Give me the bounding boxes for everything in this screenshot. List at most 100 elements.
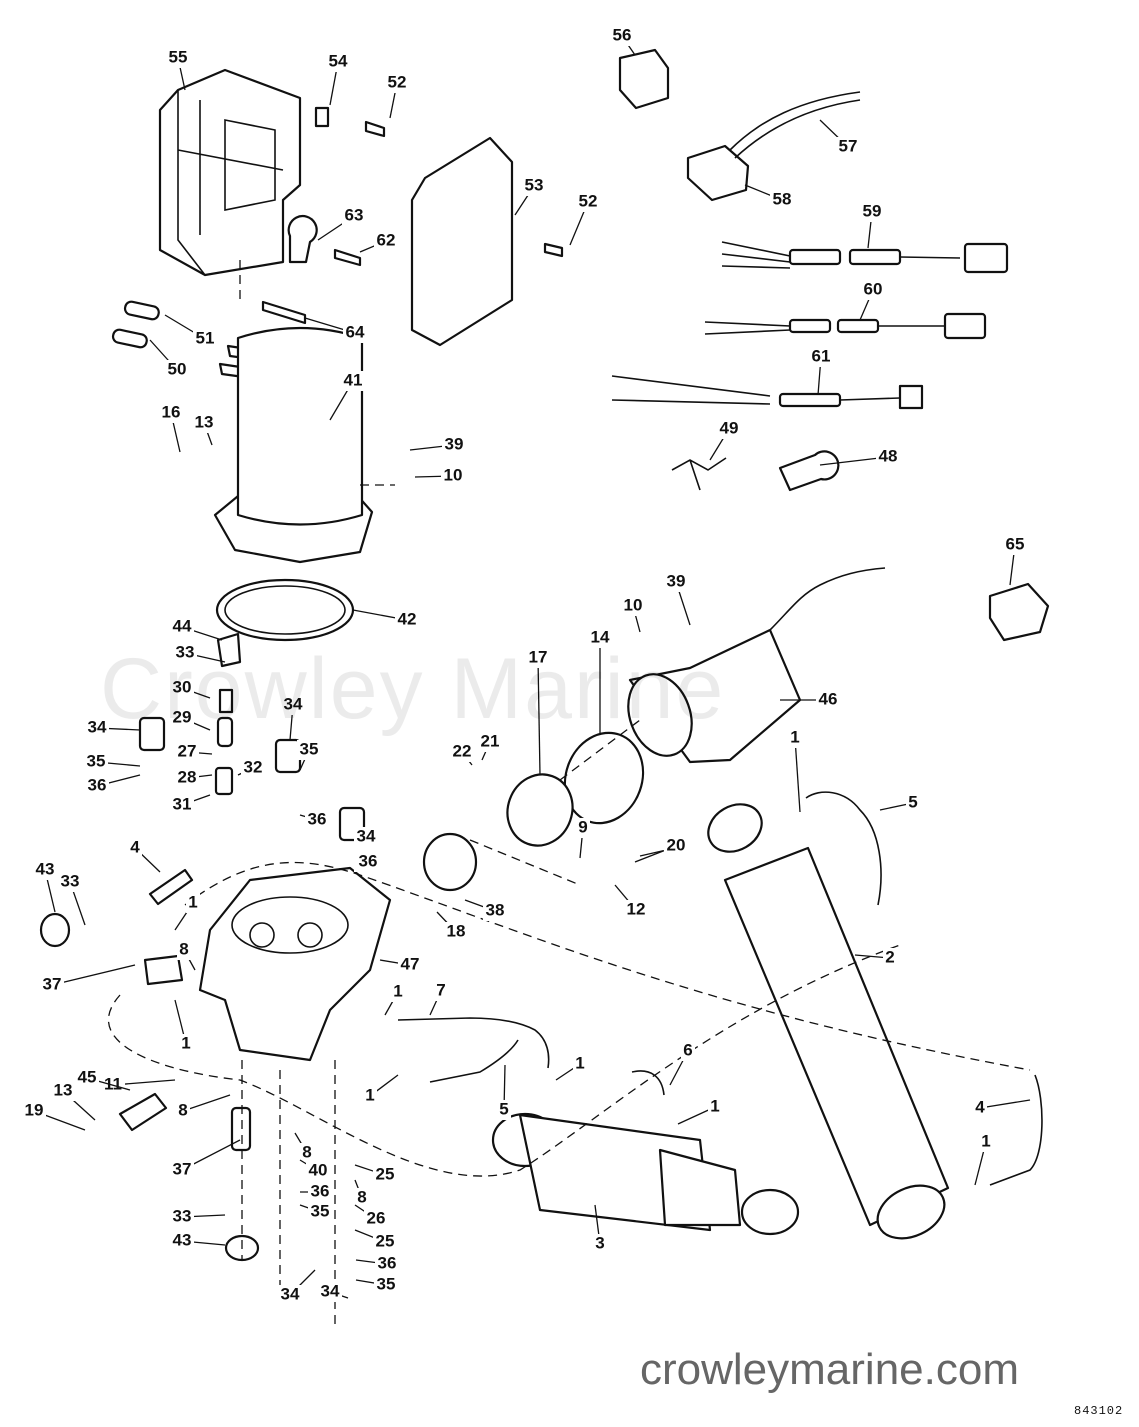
piston-29 (216, 716, 234, 748)
callout-10: 10 (414, 465, 465, 486)
callout-number: 30 (173, 677, 192, 696)
callout-50: 50 (149, 339, 189, 380)
callout-background (497, 1100, 511, 1120)
callout-28: 28 (175, 767, 213, 788)
callout-20: 20 (634, 835, 688, 863)
callout-background (278, 1285, 302, 1305)
callout-number: 39 (667, 571, 686, 590)
callout-number: 33 (173, 1206, 192, 1225)
hose-5-lower (429, 1039, 519, 1083)
check-valve-31 (214, 766, 234, 796)
motor-46 (627, 567, 886, 764)
callout-number: 33 (176, 642, 195, 661)
callout-number: 34 (88, 717, 107, 736)
callout-background (391, 982, 405, 1002)
hose-5-upper (805, 791, 882, 906)
callout-63: 63 (317, 205, 366, 241)
callout-background (170, 1160, 194, 1180)
callout-background (128, 838, 142, 858)
callout-number: 5 (908, 792, 917, 811)
valve-34-left (138, 716, 166, 752)
drawing-number: 843102 (1074, 1404, 1124, 1418)
callout-number: 45 (78, 1067, 97, 1086)
callout-background (354, 827, 378, 847)
callout-number: 36 (308, 809, 327, 828)
callout-33: 33 (170, 1206, 226, 1227)
callout-51: 51 (164, 314, 217, 349)
callout-64: 64 (304, 317, 367, 343)
callout-35: 35 (299, 1201, 332, 1222)
callout-42: 42 (352, 609, 419, 630)
screw-63 (333, 248, 362, 267)
site-url-text: crowleymarine.com (640, 1345, 1019, 1394)
callout-background (308, 1182, 332, 1202)
callout-background (441, 466, 465, 486)
callout-43: 43 (170, 1230, 226, 1251)
callout-39: 39 (409, 434, 466, 455)
callout-background (85, 718, 109, 738)
callout-number: 13 (54, 1080, 73, 1099)
callout-10: 10 (621, 595, 645, 633)
callout-number: 26 (367, 1208, 386, 1227)
callout-number: 35 (300, 739, 319, 758)
callout-35: 35 (355, 1274, 398, 1295)
callout-number: 35 (377, 1274, 396, 1293)
callout-56: 56 (610, 25, 636, 56)
callout-background (373, 1165, 397, 1185)
callout-5: 5 (879, 792, 920, 813)
callout-background (177, 940, 191, 960)
callout-number: 36 (378, 1253, 397, 1272)
callout-number: 64 (346, 322, 365, 341)
callout-number: 35 (311, 1201, 330, 1220)
callout-background (526, 648, 550, 668)
callout-8: 8 (177, 939, 196, 971)
callout-number: 47 (401, 954, 420, 973)
callout-number: 19 (25, 1100, 44, 1119)
callout-number: 46 (819, 689, 838, 708)
callout-36: 36 (355, 1253, 399, 1274)
sleeve-51 (123, 300, 160, 321)
callout-number: 1 (981, 1131, 990, 1150)
callout-number: 21 (481, 731, 500, 750)
plug-44 (216, 632, 242, 668)
callout-background (342, 206, 366, 226)
leader-line (51, 964, 136, 986)
callout-number: 31 (173, 794, 192, 813)
callout-36: 36 (85, 774, 141, 796)
callout-8: 8 (176, 1094, 231, 1121)
callout-background (297, 740, 321, 760)
callout-number: 1 (181, 1033, 190, 1052)
callout-25: 25 (354, 1164, 397, 1185)
callout-number: 33 (61, 871, 80, 890)
callout-number: 38 (486, 900, 505, 919)
sleeve-50 (111, 328, 148, 349)
harness-62 (611, 375, 924, 410)
callout-number: 1 (188, 892, 197, 911)
cylinder-2 (707, 803, 950, 1240)
callout-number: 58 (773, 189, 792, 208)
callout-32: 32 (237, 757, 265, 778)
callout-number: 8 (302, 1142, 311, 1161)
callout-background (33, 860, 57, 880)
callout-background (576, 818, 590, 838)
callout-background (876, 447, 900, 467)
callout-4: 4 (128, 837, 161, 873)
callout-background (170, 678, 194, 698)
callout-61: 61 (809, 346, 833, 396)
callout-45: 45 (75, 1067, 131, 1091)
callout-12: 12 (614, 884, 648, 920)
callout-25: 25 (354, 1229, 397, 1252)
callout-number: 39 (445, 434, 464, 453)
callout-21: 21 (478, 731, 502, 761)
callout-background (664, 836, 688, 856)
callout-33: 33 (58, 871, 86, 926)
callout-number: 57 (839, 136, 858, 155)
clip-54 (314, 106, 330, 128)
reservoir-41 (213, 326, 374, 564)
callout-background (374, 1275, 398, 1295)
callout-number: 6 (683, 1040, 692, 1059)
end-cap-38 (422, 832, 478, 892)
callout-number: 37 (173, 1159, 192, 1178)
control-box-55 (158, 68, 302, 277)
